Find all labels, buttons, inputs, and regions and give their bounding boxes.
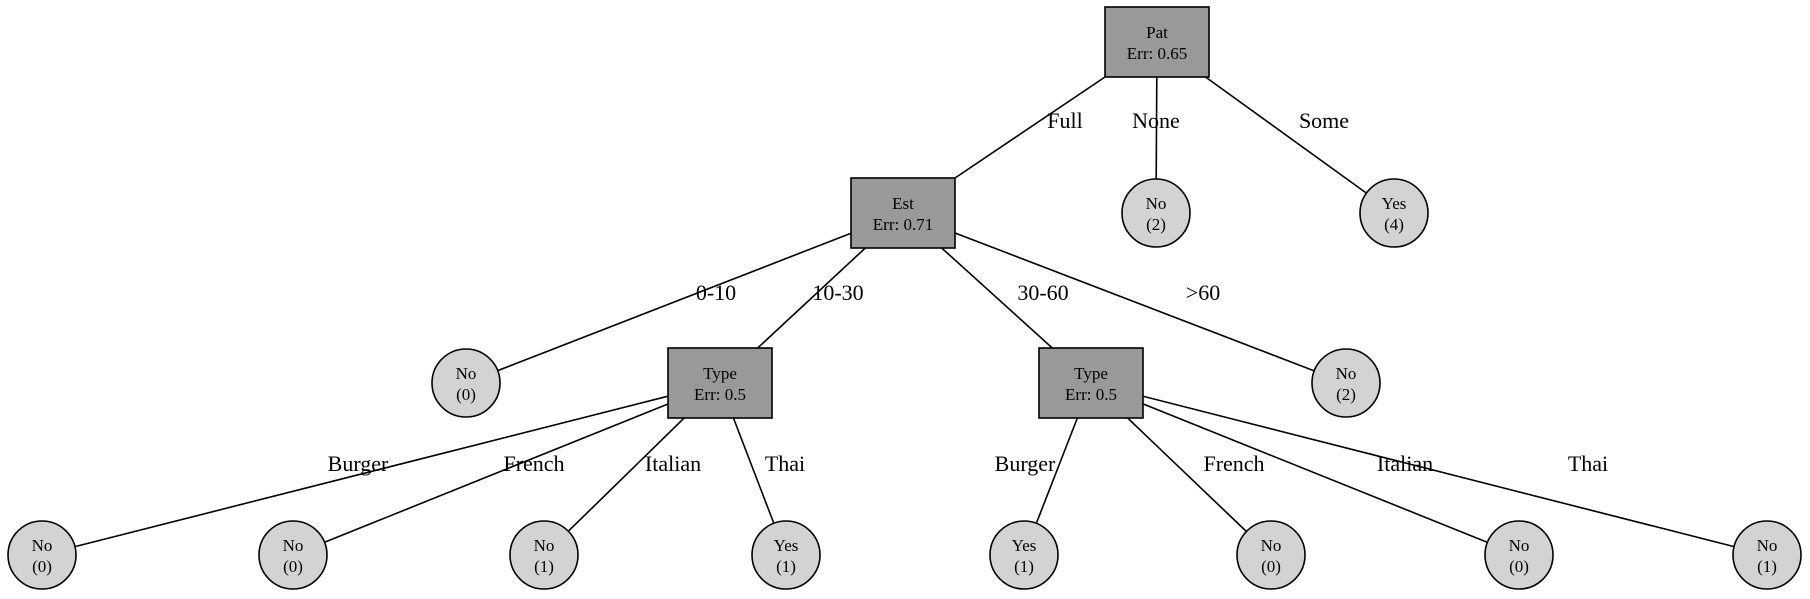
leaf-circle <box>7 520 77 590</box>
edge-label-est: Full <box>1047 108 1082 133</box>
leaf-circle <box>1121 178 1191 248</box>
leaf-circle <box>1311 348 1381 418</box>
leaf-circle <box>1732 520 1802 590</box>
edge-est-to-type-b <box>941 247 1053 349</box>
leaf-node-type-b-thai-leaf: No (1) <box>1732 520 1802 590</box>
leaf-node-pat-none-leaf: No (2) <box>1121 178 1191 248</box>
node-count: (1) <box>776 557 796 576</box>
leaf-node-type-a-burger-leaf: No (0) <box>7 520 77 590</box>
edge-pat-to-pat-some-leaf <box>1205 76 1367 194</box>
edge-label-est-gt60-leaf: >60 <box>1186 280 1220 305</box>
edge-label-type-b-italian-leaf: Italian <box>1377 451 1433 476</box>
leaf-node-type-b-french-leaf: No (0) <box>1236 520 1306 590</box>
node-label: No <box>1509 536 1530 555</box>
edge-label-est-0-10-leaf: 0-10 <box>696 280 736 305</box>
leaf-circle <box>509 520 579 590</box>
edge-label-type-a-thai-leaf: Thai <box>765 451 805 476</box>
node-label: No <box>1757 536 1778 555</box>
node-label: Type <box>703 364 737 383</box>
leaf-node-type-b-italian-leaf: No (0) <box>1484 520 1554 590</box>
node-error: Err: 0.71 <box>873 215 933 234</box>
leaf-node-est-gt60-leaf: No (2) <box>1311 348 1381 418</box>
edge-est-to-est-gt60-leaf <box>954 232 1315 372</box>
leaf-circle <box>258 520 328 590</box>
leaf-node-type-a-thai-leaf: Yes (1) <box>751 520 821 590</box>
edge-est-to-type-a <box>757 247 866 349</box>
edge-layer <box>74 76 1735 548</box>
edge-label-type-b-thai-leaf: Thai <box>1568 451 1608 476</box>
edge-label-type-b-burger-leaf: Burger <box>995 451 1056 476</box>
edge-pat-to-pat-none-leaf <box>1155 76 1158 180</box>
node-count: (1) <box>1757 557 1777 576</box>
leaf-circle <box>989 520 1059 590</box>
node-label: No <box>534 536 555 555</box>
node-error: Err: 0.5 <box>694 385 746 404</box>
node-label: Pat <box>1146 23 1168 42</box>
leaf-circle <box>431 348 501 418</box>
node-label: No <box>1146 194 1167 213</box>
leaf-node-pat-some-leaf: Yes (4) <box>1359 178 1429 248</box>
node-count: (0) <box>1261 557 1281 576</box>
node-error: Err: 0.5 <box>1065 385 1117 404</box>
edge-type-a-to-type-a-italian-leaf <box>567 417 685 532</box>
node-count: (4) <box>1384 215 1404 234</box>
leaf-node-type-a-italian-leaf: No (1) <box>509 520 579 590</box>
node-count: (2) <box>1146 215 1166 234</box>
decision-box <box>1104 6 1210 78</box>
edge-label-pat-none-leaf: None <box>1132 108 1180 133</box>
node-label: No <box>1336 364 1357 383</box>
leaf-node-est-0-10-leaf: No (0) <box>431 348 501 418</box>
leaf-circle <box>751 520 821 590</box>
edge-type-b-to-type-b-burger-leaf <box>1035 417 1079 524</box>
edge-label-pat-some-leaf: Some <box>1299 108 1349 133</box>
node-count: (0) <box>456 385 476 404</box>
leaf-circle <box>1359 178 1429 248</box>
edge-type-a-to-type-a-burger-leaf <box>74 395 669 548</box>
edge-pat-to-est <box>954 76 1106 179</box>
edge-label-type-a-french-leaf: French <box>503 451 564 476</box>
node-label: No <box>456 364 477 383</box>
node-label: Est <box>892 194 914 213</box>
leaf-circle <box>1236 520 1306 590</box>
node-count: (1) <box>534 557 554 576</box>
edge-type-a-to-type-a-thai-leaf <box>732 417 775 524</box>
node-label: Yes <box>1382 194 1407 213</box>
edge-label-type-a-italian-leaf: Italian <box>645 451 701 476</box>
node-label: No <box>283 536 304 555</box>
node-error: Err: 0.65 <box>1127 44 1187 63</box>
decision-box <box>850 177 956 249</box>
edge-type-b-to-type-b-thai-leaf <box>1142 395 1735 548</box>
edge-type-a-to-type-a-french-leaf <box>324 403 669 544</box>
node-count: (1) <box>1014 557 1034 576</box>
node-label: Type <box>1074 364 1108 383</box>
leaf-node-type-a-french-leaf: No (0) <box>258 520 328 590</box>
edge-label-type-a: 10-30 <box>812 280 863 305</box>
edge-type-b-to-type-b-french-leaf <box>1127 417 1247 533</box>
node-count: (0) <box>1509 557 1529 576</box>
node-label: Yes <box>1012 536 1037 555</box>
edge-label-type-a-burger-leaf: Burger <box>328 451 389 476</box>
node-count: (0) <box>32 557 52 576</box>
edge-label-type-b-french-leaf: French <box>1203 451 1264 476</box>
edge-type-b-to-type-b-italian-leaf <box>1142 403 1488 544</box>
node-count: (0) <box>283 557 303 576</box>
node-label: No <box>1261 536 1282 555</box>
decision-box <box>1038 347 1144 419</box>
edge-est-to-est-0-10-leaf <box>497 232 852 372</box>
leaf-node-type-b-burger-leaf: Yes (1) <box>989 520 1059 590</box>
node-count: (2) <box>1336 385 1356 404</box>
decision-box <box>667 347 773 419</box>
node-label: Yes <box>774 536 799 555</box>
node-label: No <box>32 536 53 555</box>
leaf-circle <box>1484 520 1554 590</box>
edge-label-type-b: 30-60 <box>1017 280 1068 305</box>
